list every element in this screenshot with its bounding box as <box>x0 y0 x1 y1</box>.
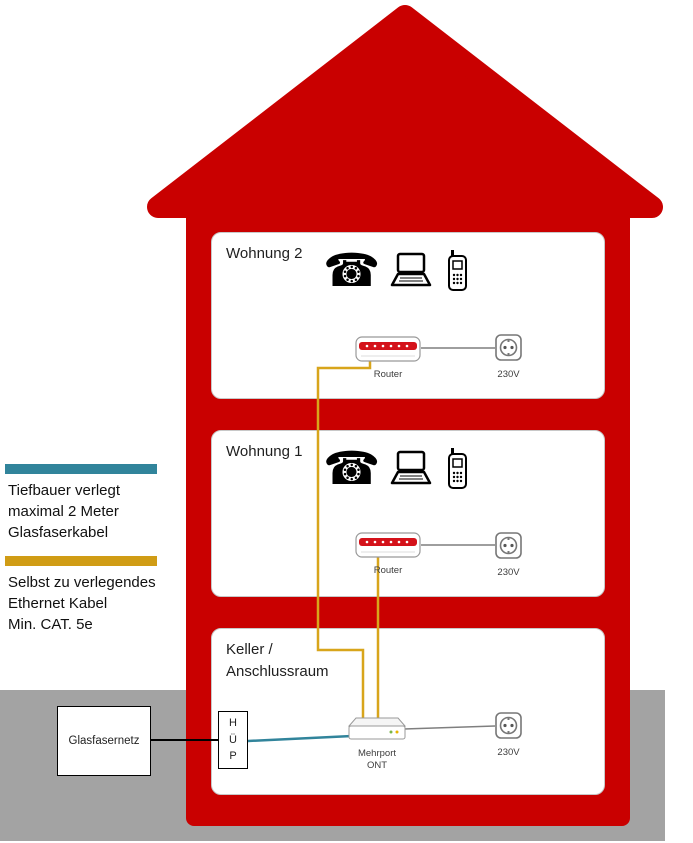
legend-ethernet-text: Selbst zu verlegendes Ethernet Kabel Min… <box>8 572 156 635</box>
router-label: Router <box>373 369 403 380</box>
legend-fiber-color-bar <box>5 464 157 474</box>
floor-panel-keller: Keller / Anschlussraum <box>211 628 605 795</box>
router-device-wohnung2 <box>355 336 421 362</box>
legend-ethernet-line2: Ethernet Kabel <box>8 595 108 612</box>
ont-label: Mehrport ONT <box>338 748 416 772</box>
laptop-icon <box>383 252 437 296</box>
legend-fiber-text: Tiefbauer verlegt maximal 2 Meter Glasfa… <box>8 480 120 543</box>
legend-fiber-line1: Tiefbauer verlegt <box>8 482 121 499</box>
power-outlet-icon-keller <box>495 712 522 739</box>
mobile-phone-icon <box>447 448 471 492</box>
telephone-icon: ☎ <box>323 243 381 297</box>
floor-label-wohnung2: Wohnung 2 <box>226 245 303 262</box>
floor-label-keller: Keller / Anschlussraum <box>226 639 604 683</box>
router-device-wohnung1 <box>355 532 421 558</box>
fiber-network-box: Glasfasernetz <box>57 706 151 776</box>
keller-label-line1: Keller / <box>226 641 273 658</box>
house-roof <box>147 5 663 218</box>
hup-box: H Ü P <box>218 711 248 769</box>
ont-label-line2: ONT <box>366 759 388 771</box>
hup-letter-1: H <box>229 717 237 730</box>
hup-letter-3: P <box>229 750 237 763</box>
outlet-voltage-label: 230V <box>497 369 520 380</box>
legend-fiber-line2: maximal 2 Meter <box>8 503 119 520</box>
legend-ethernet-line3: Min. CAT. 5e <box>8 616 93 633</box>
legend-ethernet-line1: Selbst zu verlegendes <box>8 574 156 591</box>
hup-letter-2: Ü <box>229 733 237 746</box>
floor-label-wohnung1: Wohnung 1 <box>226 443 303 460</box>
ont-device-icon <box>348 716 406 742</box>
ont-label-line1: Mehrport <box>357 748 396 759</box>
fiber-network-label: Glasfasernetz <box>68 735 140 747</box>
outlet-voltage-label: 230V <box>497 567 520 578</box>
power-outlet-icon-wohnung2 <box>495 334 522 361</box>
power-outlet-icon-wohnung1 <box>495 532 522 559</box>
legend-ethernet-color-bar <box>5 556 157 566</box>
outlet-voltage-label: 230V <box>497 747 520 758</box>
keller-label-line2: Anschlussraum <box>226 662 329 680</box>
telephone-icon: ☎ <box>323 441 381 495</box>
mobile-phone-icon <box>447 250 471 294</box>
legend-fiber-line3: Glasfaserkabel <box>8 524 109 541</box>
laptop-icon <box>383 450 437 494</box>
router-label: Router <box>373 565 403 576</box>
